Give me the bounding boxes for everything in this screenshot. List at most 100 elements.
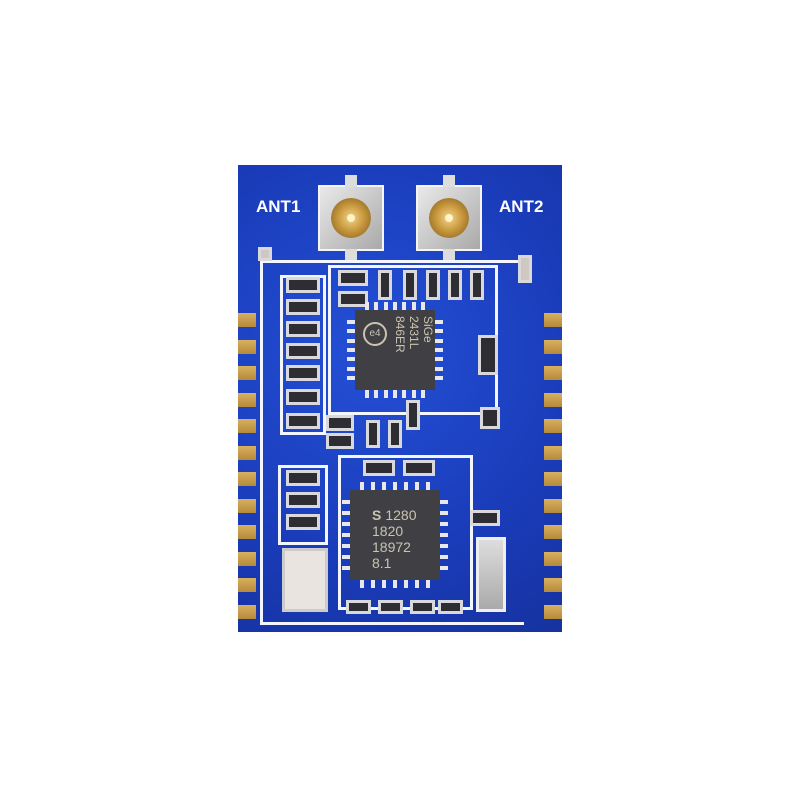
trace <box>338 455 473 610</box>
smd-component <box>286 299 320 315</box>
chip-pin <box>342 533 350 537</box>
smd-component <box>286 470 320 486</box>
smd-component <box>470 270 484 300</box>
chip-pin <box>342 522 350 526</box>
chip-pin <box>435 357 443 362</box>
chip-marking: 846ER <box>393 316 407 353</box>
chip-pin <box>402 390 407 398</box>
smd-component <box>470 510 500 526</box>
chip-pin <box>374 302 379 310</box>
smd-component <box>410 600 435 614</box>
smd-component <box>388 420 402 448</box>
smd-component <box>378 270 392 300</box>
ant2-label: ANT2 <box>499 197 544 216</box>
ground-trace <box>260 260 524 625</box>
smd-component <box>406 400 420 430</box>
castellated-pad <box>238 604 256 619</box>
smd-component <box>286 321 320 337</box>
chip-pin <box>365 302 369 310</box>
castellated-pad <box>544 498 562 513</box>
ant1-label: ANT1 <box>256 197 301 216</box>
chip-pin <box>371 482 375 490</box>
smd-component <box>286 365 320 381</box>
chip-pin <box>393 580 397 588</box>
castellated-pad <box>238 392 256 407</box>
smd-component <box>326 433 354 449</box>
trace <box>280 275 326 435</box>
castellated-pad <box>238 339 256 354</box>
chip-pin <box>440 555 448 559</box>
castellated-pad <box>544 604 562 619</box>
chip-marking: 2431L <box>407 316 421 350</box>
castellated-pad <box>544 419 562 433</box>
chip-pin <box>342 555 350 559</box>
chip-marking: SiGe <box>421 316 435 343</box>
chip-pin <box>411 390 416 398</box>
castellated-pad <box>544 445 562 460</box>
capacitor <box>476 537 506 612</box>
ant1-connector <box>318 175 384 261</box>
castellated-pad <box>238 551 256 566</box>
chip-pin <box>360 482 364 490</box>
smd-component <box>286 413 320 429</box>
smd-component <box>438 600 463 614</box>
smd-component <box>403 270 417 300</box>
ant2-connector <box>416 175 482 261</box>
chip-pin <box>421 302 425 310</box>
chip-pin <box>440 522 448 526</box>
chip-marking: 18972 <box>372 539 411 555</box>
chip-pin <box>435 348 443 352</box>
smd-component <box>378 600 403 614</box>
castellated-pad <box>238 366 256 380</box>
chip-pin <box>382 482 386 490</box>
chip-pin <box>440 566 448 570</box>
castellated-pad <box>544 578 562 592</box>
chip-pin <box>342 500 350 504</box>
chip-pin <box>393 302 397 310</box>
chip-pin <box>347 357 355 362</box>
castellated-pad <box>544 472 562 486</box>
chip-pin <box>435 366 443 371</box>
castellated-pad <box>238 578 256 592</box>
chip-pin <box>360 580 364 588</box>
chip-logo: e4 <box>363 322 387 346</box>
smd-component <box>286 343 320 359</box>
chip-pin <box>415 580 419 588</box>
chip-pin <box>435 329 443 334</box>
castellated-pad <box>544 525 562 539</box>
chip-pin <box>342 511 350 515</box>
smd-component <box>286 492 320 508</box>
smd-component <box>346 600 371 614</box>
chip-pin <box>421 390 425 398</box>
chip-pin <box>393 482 397 490</box>
castellated-pad <box>544 313 562 327</box>
smd-component <box>338 270 368 286</box>
smd-component <box>480 407 500 429</box>
chip-pin <box>426 580 430 588</box>
smd-component <box>403 460 435 476</box>
corner-pad <box>518 255 532 283</box>
chip-pin <box>347 320 355 324</box>
chip-pin <box>383 390 388 398</box>
chip-marking: 1280 <box>385 507 417 523</box>
chip-pin <box>411 302 416 310</box>
chip-pin <box>404 482 408 490</box>
chip-pin <box>440 511 448 515</box>
castellated-pad <box>238 498 256 513</box>
chip-pin <box>435 320 443 324</box>
smd-component <box>338 291 368 307</box>
chip-pin <box>402 302 407 310</box>
chip-pin <box>347 376 355 380</box>
chip-pin <box>374 390 379 398</box>
chip-pin <box>404 580 408 588</box>
smd-component <box>363 460 395 476</box>
chip-pin <box>347 348 355 352</box>
chip-pin <box>440 533 448 537</box>
chip-pin <box>347 329 355 334</box>
castellated-pad <box>238 419 256 433</box>
smd-component <box>478 335 498 375</box>
castellated-pad <box>238 472 256 486</box>
rf-frontend-chip: e4 SiGe 2431L 846ER <box>347 302 443 398</box>
castellated-pad <box>238 445 256 460</box>
